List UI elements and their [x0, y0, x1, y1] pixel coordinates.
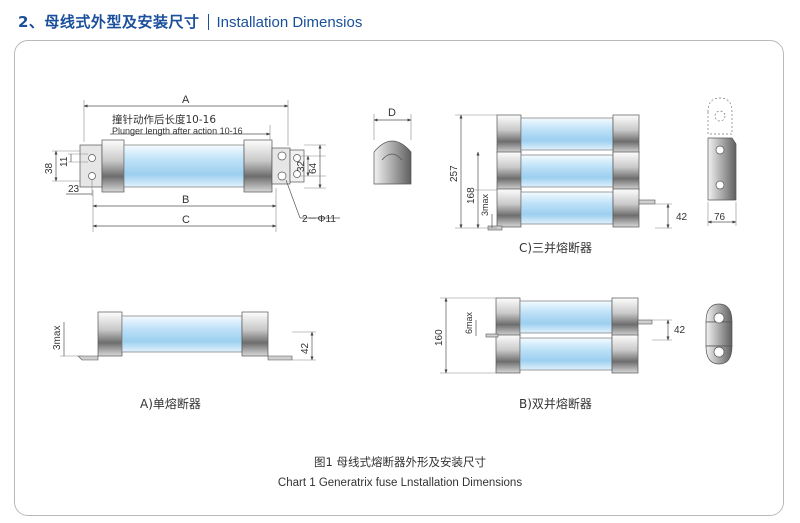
- fig-double-caption: B)双并熔断器: [519, 396, 592, 411]
- fig-c-caption: C)三并熔断器: [519, 240, 592, 255]
- dim-32-label: 32: [296, 160, 307, 172]
- dim-168-label: 168: [466, 187, 477, 204]
- title-divider: [208, 14, 210, 30]
- single-dim-42-label: 42: [300, 342, 311, 354]
- fig-single-fuse: 3max 42 A)单熔断器: [52, 311, 316, 411]
- dim-c-label: C: [182, 214, 190, 226]
- figure-caption-en: Chart 1 Generatrix fuse Lnstallation Dim…: [278, 477, 522, 489]
- dim-3max-label: 3max: [480, 193, 490, 216]
- plunger-note-cn: 撞针动作后长度10-16: [112, 113, 216, 126]
- fig-a-side-view: A 撞针动作后长度10-16 Plunger length after acti…: [44, 94, 340, 232]
- dim-76-label: 76: [714, 212, 726, 223]
- triple-fuse-tube-middle: [496, 151, 640, 191]
- dim-42-label: 42: [676, 212, 688, 223]
- dim-257-label: 257: [449, 165, 460, 182]
- dim-38-label: 38: [44, 162, 55, 174]
- fig-c-triple-fuse: 257 168 3max 42 C)三并熔断器: [449, 114, 688, 255]
- hole-spec-label: 2－Φ11: [302, 214, 336, 225]
- triple-fuse-tube-bottom: [496, 188, 640, 228]
- dim-b-label: B: [182, 194, 189, 206]
- fig-single-caption: A)单熔断器: [140, 396, 201, 411]
- double-dim-160-label: 160: [434, 329, 445, 346]
- plunger-note-en: Plunger length after action 10-16: [112, 126, 243, 136]
- figure-frame: [14, 40, 784, 516]
- double-dim-42-label: 42: [674, 325, 686, 336]
- dim-a-label: A: [182, 94, 190, 106]
- dim-d-label: D: [388, 107, 396, 119]
- double-dim-6max-label: 6max: [464, 311, 474, 334]
- section-title-cn: 2、母线式外型及安装尺寸: [18, 13, 200, 31]
- dim-64-label: 64: [308, 162, 319, 174]
- dim-23-label: 23: [68, 184, 80, 195]
- fig-c-side-view: 76: [707, 97, 737, 226]
- triple-fuse-tube-top: [496, 114, 640, 154]
- single-dim-3max-label: 3max: [52, 326, 63, 350]
- fig-d-end-view: D: [373, 107, 412, 185]
- section-header: 2、母线式外型及安装尺寸 Installation Dimensios: [18, 11, 362, 33]
- fig-double-fuse: 160 6max 42 B)双并熔断器: [434, 297, 686, 411]
- dim-11-label: 11: [59, 156, 70, 167]
- fig-double-side-view: [705, 303, 733, 365]
- section-title-en: Installation Dimensios: [216, 14, 363, 31]
- figure-caption-cn: 图1 母线式熔断器外形及安装尺寸: [314, 455, 486, 469]
